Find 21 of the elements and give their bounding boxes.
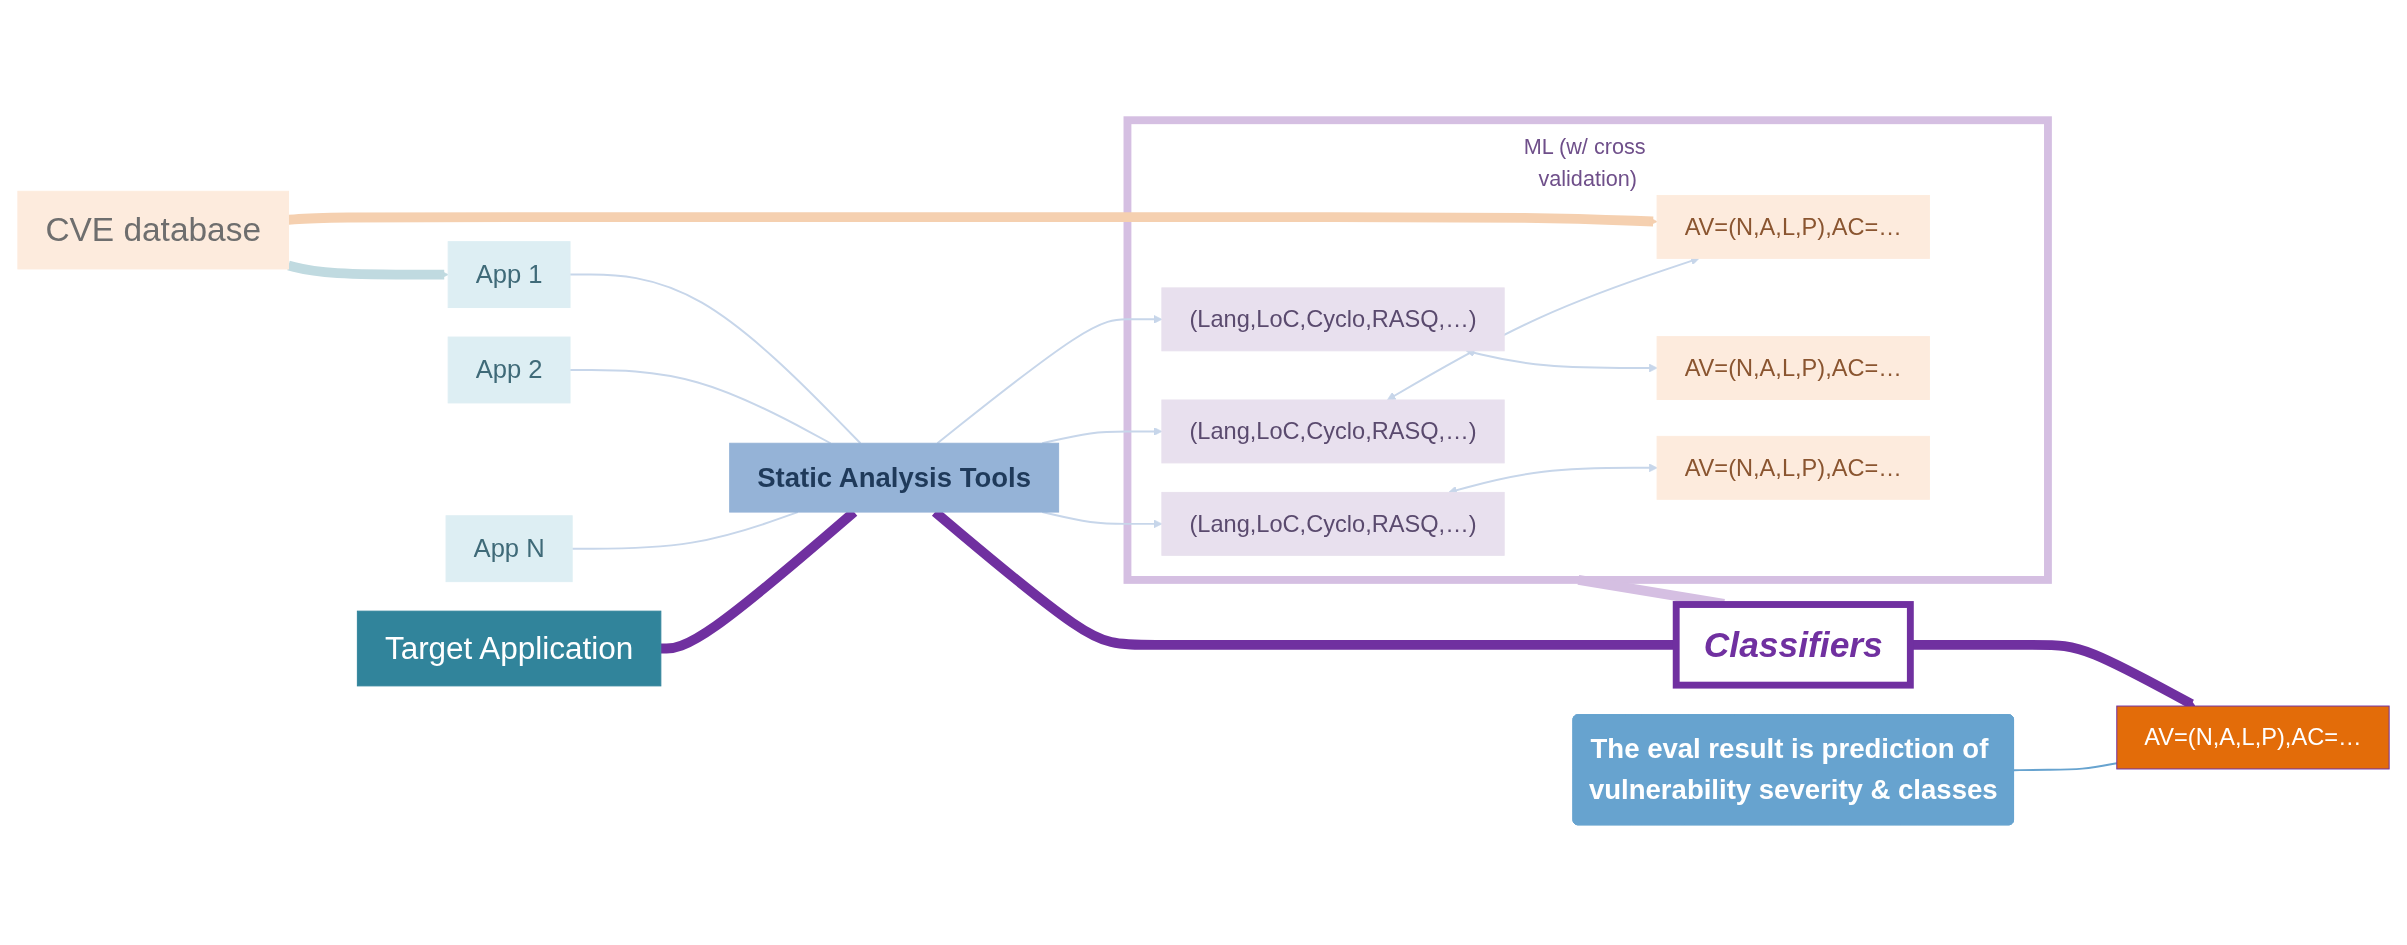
connector (569, 273, 862, 445)
node-box: CVE database (17, 190, 290, 270)
node-box: AV=(N,A,L,P),AC=… (2116, 705, 2390, 770)
node-box: Target Application (356, 610, 662, 687)
arrow (288, 212, 1658, 227)
node-box: AV=(N,A,L,P),AC=… (1656, 336, 1930, 400)
node-box: AV=(N,A,L,P),AC=… (1656, 194, 1930, 259)
node-box: AV=(N,A,L,P),AC=… (1656, 435, 1930, 500)
arrow (287, 260, 449, 280)
node-box: (Lang,LoC,Cyclo,RASQ,…) (1161, 491, 1505, 556)
node-box: (Lang,LoC,Cyclo,RASQ,…) (1161, 399, 1505, 464)
arrow (1041, 427, 1163, 445)
node-box: Classifiers (1672, 601, 1914, 689)
arrow (936, 315, 1163, 445)
node-box: App 1 (447, 241, 571, 309)
node-box: (Lang,LoC,Cyclo,RASQ,…) (1161, 287, 1505, 352)
node-box: Static Analysis Tools (729, 442, 1060, 513)
node-box: App 2 (447, 336, 571, 404)
connector (569, 369, 832, 445)
connector (2013, 762, 2118, 772)
node-box: App N (445, 515, 573, 583)
